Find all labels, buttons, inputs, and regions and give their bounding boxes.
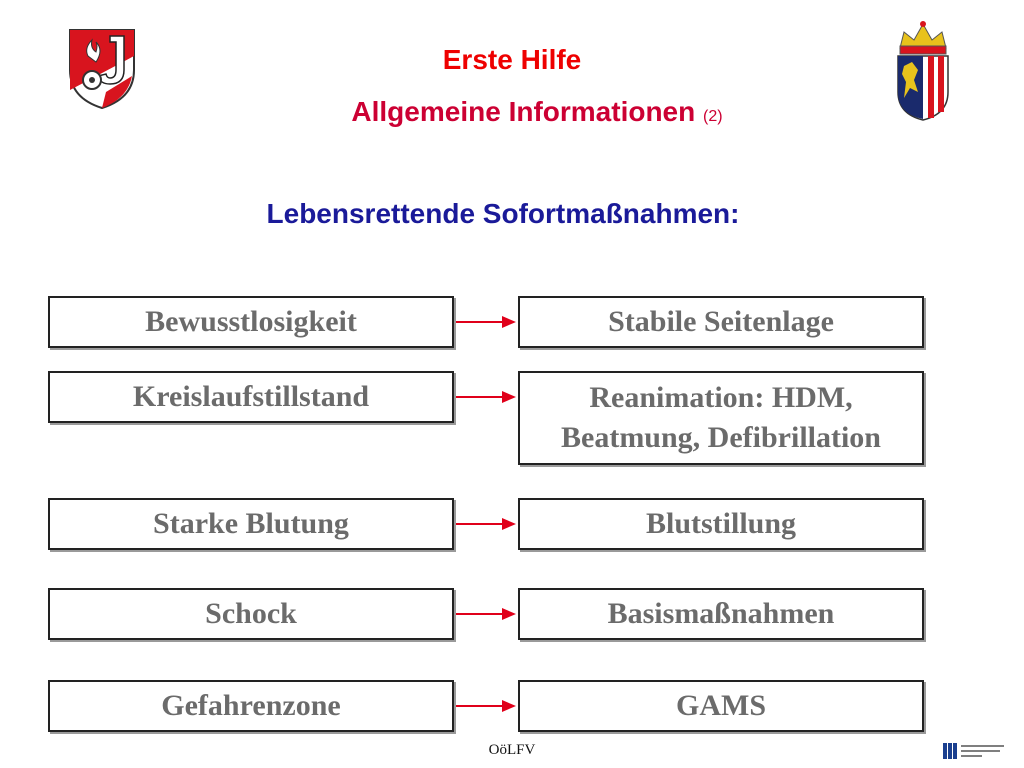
condition-box-unconsciousness: Bewusstlosigkeit: [48, 296, 454, 348]
action-box-resuscitation: Reanimation: HDM, Beatmung, Defibrillati…: [518, 371, 924, 465]
page-subtitle: Allgemeine Informationen (2): [0, 96, 1024, 128]
subtitle-suffix: (2): [703, 108, 723, 125]
action-box-hemostasis: Blutstillung: [518, 498, 924, 550]
action-label: GAMS: [676, 689, 766, 722]
condition-box-shock: Schock: [48, 588, 454, 640]
action-label: Basismaßnahmen: [607, 597, 835, 630]
upper-austria-coat-of-arms: [897, 21, 949, 121]
action-box-gams: GAMS: [518, 680, 924, 732]
action-box-recovery-position: Stabile Seitenlage: [518, 296, 924, 348]
condition-label: Gefahrenzone: [161, 689, 341, 722]
fire-brigade-youth-emblem: [69, 29, 135, 110]
action-label: Blutstillung: [645, 507, 797, 540]
condition-box-danger-zone: Gefahrenzone: [48, 680, 454, 732]
footer-text: OöLFV: [488, 742, 536, 758]
university-logo: [943, 743, 1004, 759]
right-arrow-icon: [456, 391, 516, 403]
condition-label: Bewusstlosigkeit: [145, 305, 357, 338]
right-arrow-icon: [456, 608, 516, 620]
action-box-basic-measures: Basismaßnahmen: [518, 588, 924, 640]
condition-label: Schock: [205, 597, 297, 630]
right-arrow-icon: [456, 518, 516, 530]
action-label-line2: Beatmung, Defibrillation: [561, 421, 881, 454]
condition-box-severe-bleeding: Starke Blutung: [48, 498, 454, 550]
right-arrow-icon: [456, 316, 516, 328]
subtitle-text: Allgemeine Informationen: [351, 96, 696, 127]
condition-label: Kreislaufstillstand: [132, 380, 370, 413]
condition-box-cardiac-arrest: Kreislaufstillstand: [48, 371, 454, 423]
page-title: Erste Hilfe: [442, 44, 582, 75]
action-label: Stabile Seitenlage: [608, 305, 834, 338]
action-label-line1: Reanimation: HDM,: [589, 381, 853, 414]
right-arrow-icon: [456, 700, 516, 712]
condition-label: Starke Blutung: [153, 507, 349, 540]
section-title: Lebensrettende Sofortmaßnahmen:: [266, 198, 740, 229]
